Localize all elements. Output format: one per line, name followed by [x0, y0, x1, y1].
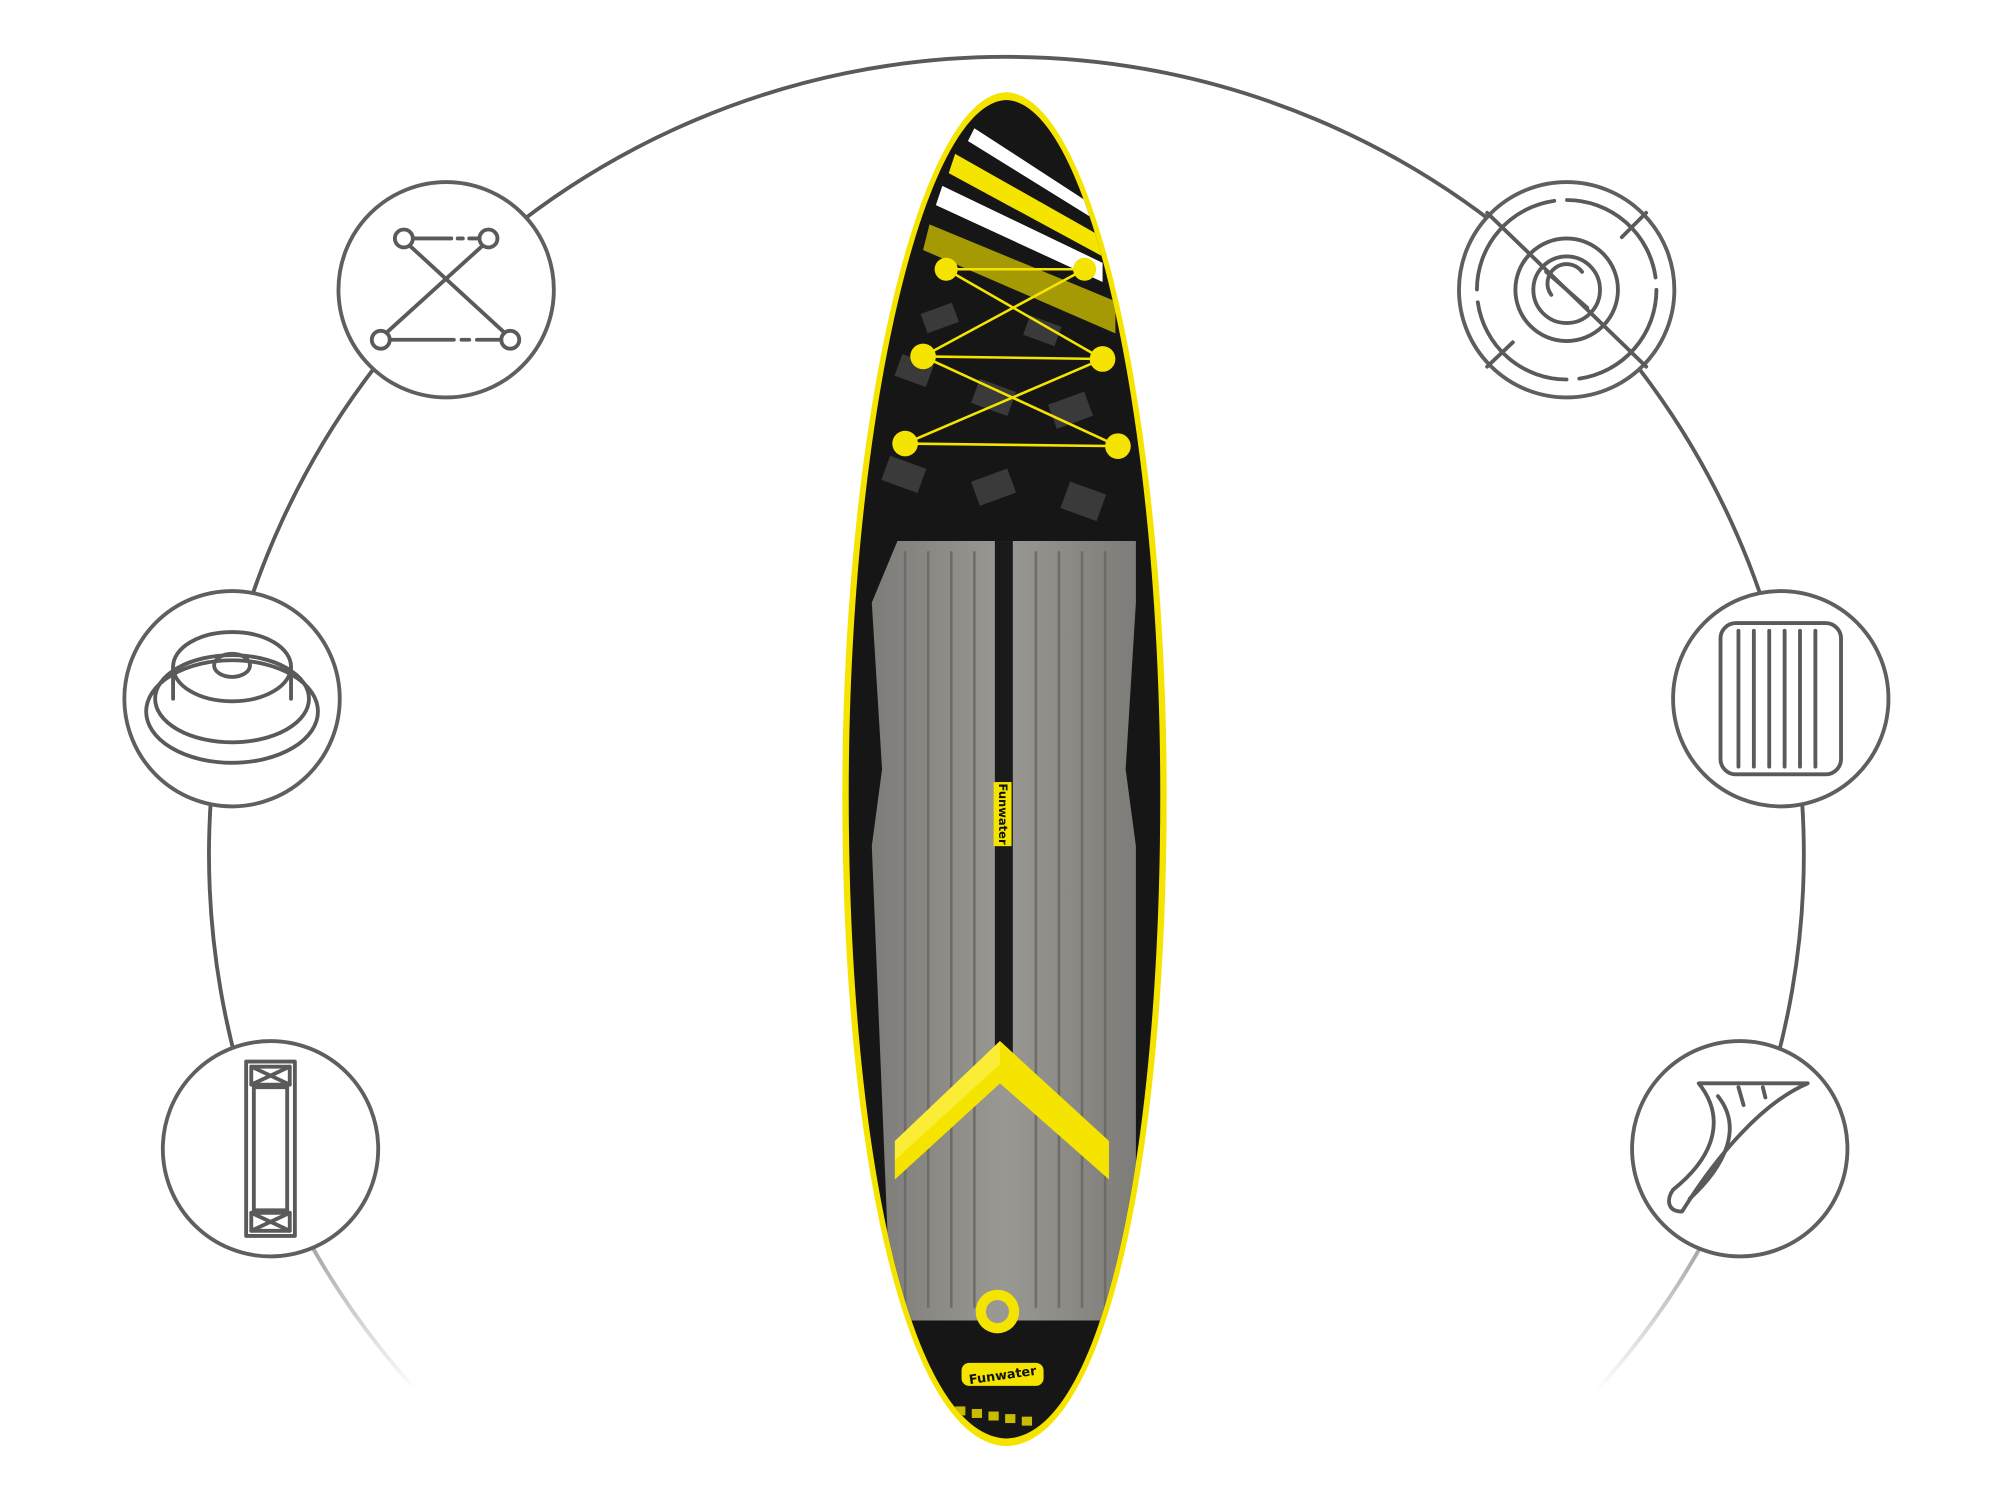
feature-fin[interactable]	[1630, 1039, 1850, 1259]
feature-bungee[interactable]	[336, 180, 556, 400]
feature-leash-ring[interactable]	[1457, 180, 1677, 400]
leash-ring-icon	[1475, 198, 1659, 382]
carry-handle-icon	[244, 1059, 297, 1238]
fin-icon	[1667, 1081, 1810, 1214]
bungee-cord-icon	[369, 227, 522, 351]
feature-carry-handle[interactable]	[160, 1039, 381, 1259]
orbit-circle	[207, 54, 1806, 1393]
feature-deck-pad[interactable]	[1671, 589, 1891, 809]
valve-icon	[144, 630, 320, 765]
center-handle-logo-text: Funwater	[996, 784, 1010, 845]
feature-valve[interactable]	[122, 589, 342, 809]
deck-pad-icon	[1718, 621, 1843, 777]
paddle-board-image: Funwater Funwater	[842, 92, 1167, 1447]
